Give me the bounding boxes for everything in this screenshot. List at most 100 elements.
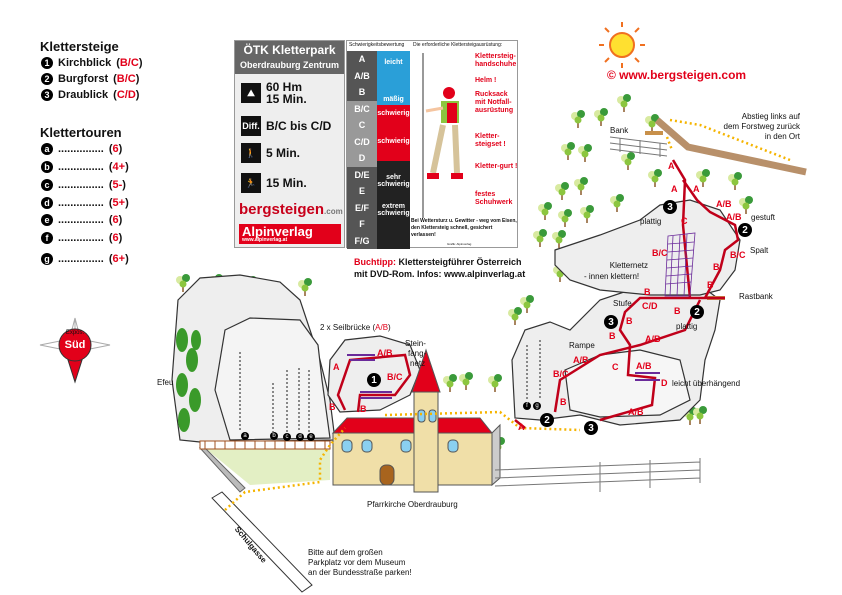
route-grade: 6 — [112, 214, 119, 226]
kletternetz — [664, 232, 696, 297]
via-ferrata-marker[interactable]: 2 — [690, 305, 704, 319]
via-ferrata-marker[interactable]: 3 — [604, 315, 618, 329]
route-name-placeholder: ............... — [58, 253, 104, 265]
via-ferrata-marker[interactable]: 3 — [663, 200, 677, 214]
scale-header: Schwierigkeitsbewertung — [349, 42, 405, 48]
route-grade: C/D — [116, 89, 136, 101]
map-label: leicht überhängend — [672, 379, 741, 388]
tree-icon — [574, 177, 588, 195]
legend-klettertour-item: a...............(6) — [41, 143, 122, 155]
via-ferrata-routes — [336, 159, 740, 429]
route-grade-label: A/B — [377, 348, 393, 358]
climbing-route-marker[interactable]: a — [241, 432, 249, 440]
climber-illustration — [422, 53, 463, 218]
route-grade-label: D — [661, 378, 668, 388]
legend-klettertour-item: g...............(6+) — [41, 253, 129, 265]
grade-item: B — [347, 84, 377, 101]
route-name-placeholder: ............... — [58, 143, 104, 155]
grade-item: C — [347, 117, 377, 134]
route-grade-label: A/B — [726, 212, 742, 222]
map-label: plattig — [640, 217, 662, 226]
number-badge: 2 — [41, 73, 53, 85]
via-ferrata-marker[interactable]: 2 — [540, 413, 554, 427]
via-ferrata-marker[interactable]: 1 — [367, 373, 381, 387]
map-label: Rampe — [569, 341, 595, 350]
map-label: Spalt — [750, 246, 769, 255]
route-name-placeholder: ............... — [58, 232, 104, 244]
via-ferrata-marker[interactable]: 3 — [584, 421, 598, 435]
route-grade: 6 — [112, 232, 119, 244]
route-name: Kirchblick — [58, 57, 112, 69]
grade-item: A/B — [347, 67, 377, 84]
tree-icon — [696, 169, 710, 187]
tree-icon — [298, 278, 312, 296]
equipment-gloves: Klettersteig-handschuhe — [475, 53, 517, 68]
tree-icon — [459, 372, 473, 390]
bergsteigen-logo: bergsteigen.com — [239, 201, 343, 218]
legend-klettertour-item: d...............(5+) — [41, 197, 129, 209]
difficulty-scale-card: Schwierigkeitsbewertung Die erforderlich… — [346, 40, 518, 249]
tree-icon — [617, 94, 631, 112]
church — [331, 348, 501, 493]
legend-klettertour-item: b...............(4+) — [41, 161, 129, 173]
route-grade-label: B — [644, 287, 651, 297]
parking-note: an der Bundesstraße parken! — [308, 568, 412, 577]
route-grade-label: B — [329, 402, 336, 412]
category-extrem-schwierig: extrem schwierig — [377, 201, 410, 249]
route-grade: B/C — [119, 57, 139, 69]
route-grade: 6 — [112, 143, 119, 155]
tree-icon — [552, 230, 566, 248]
climbing-route-marker[interactable]: b — [270, 432, 278, 440]
bench-icon — [645, 131, 663, 135]
category-sehr-schwierig: sehr schwierig — [377, 161, 410, 201]
route-grade-label: B/C — [730, 250, 746, 260]
route-name: Draublick — [58, 89, 109, 101]
letter-badge: b — [41, 161, 53, 173]
tree-icon — [693, 406, 707, 424]
equipment-backpack: Rucksack mit Notfall-ausrüstung — [475, 91, 514, 114]
weather-warning: Bei Wettersturz u. Gewitter - weg vom Ei… — [411, 218, 517, 238]
map-label: Kletternetz — [609, 261, 648, 270]
climber-icon: ⛰ — [241, 83, 261, 103]
route-grade-label: C — [612, 362, 619, 372]
map-label: Rastbank — [739, 292, 773, 301]
route-grade-label: A — [333, 362, 340, 372]
route-grade-label: B/C — [652, 248, 668, 258]
route-grade-label: B — [674, 306, 681, 316]
card-subtitle: Oberdrauburg Zentrum — [239, 60, 339, 70]
climbing-route-marker[interactable]: c — [283, 433, 291, 441]
climbing-route-marker[interactable]: d — [296, 433, 304, 441]
climbing-route-marker[interactable]: g — [533, 402, 541, 410]
difficulty: B/C bis C/D — [266, 119, 332, 133]
letter-badge: g — [41, 253, 53, 265]
equipment-harness: Kletter-gurt ! — [475, 163, 518, 170]
approach-time: 5 Min. — [266, 146, 301, 160]
climbing-route-marker[interactable]: f — [523, 402, 531, 410]
tree-icon — [610, 194, 624, 212]
via-ferrata-marker[interactable]: 2 — [738, 223, 752, 237]
letter-badge: e — [41, 214, 53, 226]
tree-icon — [728, 172, 742, 190]
route-name-placeholder: ............... — [58, 197, 104, 209]
klettertouren-title: Klettertouren — [40, 125, 122, 140]
grade-item: B/C — [347, 100, 377, 117]
map-label: fang- — [408, 349, 427, 358]
number-badge: 1 — [41, 57, 53, 69]
hiker-icon: 🚶 — [241, 143, 261, 163]
compass-direction: Süd — [64, 339, 86, 351]
tree-icon — [520, 295, 534, 313]
website-link[interactable]: © www.bergsteigen.com — [607, 68, 747, 82]
route-grade-label: B — [609, 331, 616, 341]
map-label: Bank — [610, 126, 629, 135]
fence-right — [494, 458, 701, 492]
route-name-placeholder: ............... — [58, 179, 104, 191]
fence-top — [609, 136, 668, 157]
climbing-route-marker[interactable]: e — [307, 433, 315, 441]
tree-icon — [578, 144, 592, 162]
ivy — [176, 328, 201, 432]
route-grade-label: B/C — [553, 369, 569, 379]
